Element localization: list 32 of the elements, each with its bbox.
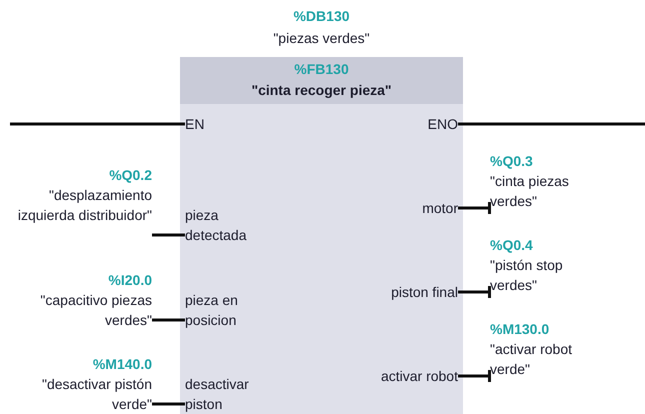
pin-label: activar robot [338,366,458,386]
connection-line [458,122,645,126]
block-name: "cinta recoger pieza" [250,81,393,100]
tag-name: "pistón stop verdes" [490,256,564,295]
pin-label: pieza en posicion [185,290,265,330]
operand-address: %Q0.4 [490,236,534,255]
operand-address: %Q0.2 [108,166,152,185]
instance-name: "piezas verdes" [273,29,370,48]
tag-name: "capacitivo piezas verdes" [39,291,152,330]
tag-name: "cinta piezas verdes" [490,172,570,211]
pin-label: pieza detectada [185,205,265,245]
output-connection [458,202,491,214]
operand-address: %M130.0 [490,320,550,339]
pin-label: motor [358,198,458,218]
pin-label: EN [185,114,225,134]
operand-address: %Q0.3 [490,152,534,171]
pin-label: ENO [398,114,458,134]
instance-address: %DB130 [293,7,350,26]
connection-line [152,318,185,322]
tag-name: "activar robot verde" [490,340,574,379]
pin-label: desactivar piston [185,374,270,414]
tag-name: "desplazamiento izquierda distribuidor" [16,186,152,225]
tag-name: "desactivar pistón verde" [40,375,152,414]
operand-address: %M140.0 [92,355,152,374]
connection-line [152,234,185,236]
output-connection [458,370,491,382]
connection-line [10,122,185,126]
output-connection [458,286,491,298]
connection-line [152,402,185,406]
operand-address: %I20.0 [107,271,152,290]
block-address: %FB130 [293,60,350,79]
pin-label: piston final [358,282,458,302]
